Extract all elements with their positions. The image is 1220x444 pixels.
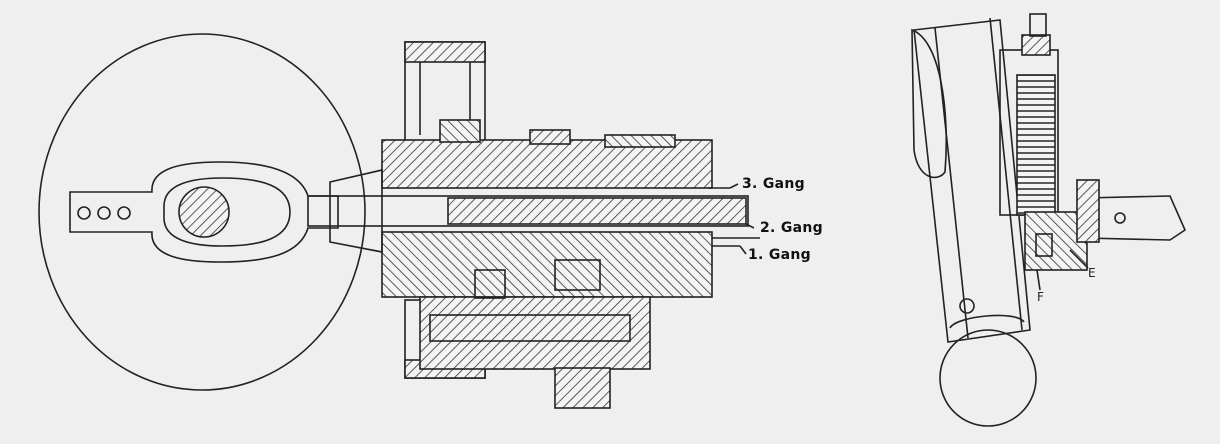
label-gear-1: 1. Gang [748, 247, 811, 263]
lever-arm [69, 161, 339, 263]
side-detail [911, 13, 1187, 427]
label-gear-3: 3. Gang [742, 176, 805, 192]
hand-disc [38, 33, 366, 391]
gearbox-housing [381, 41, 713, 409]
main-shaft [307, 168, 760, 253]
label-e: E [1088, 266, 1096, 280]
label-gear-2: 2. Gang [760, 220, 823, 236]
label-f: F [1037, 290, 1044, 304]
